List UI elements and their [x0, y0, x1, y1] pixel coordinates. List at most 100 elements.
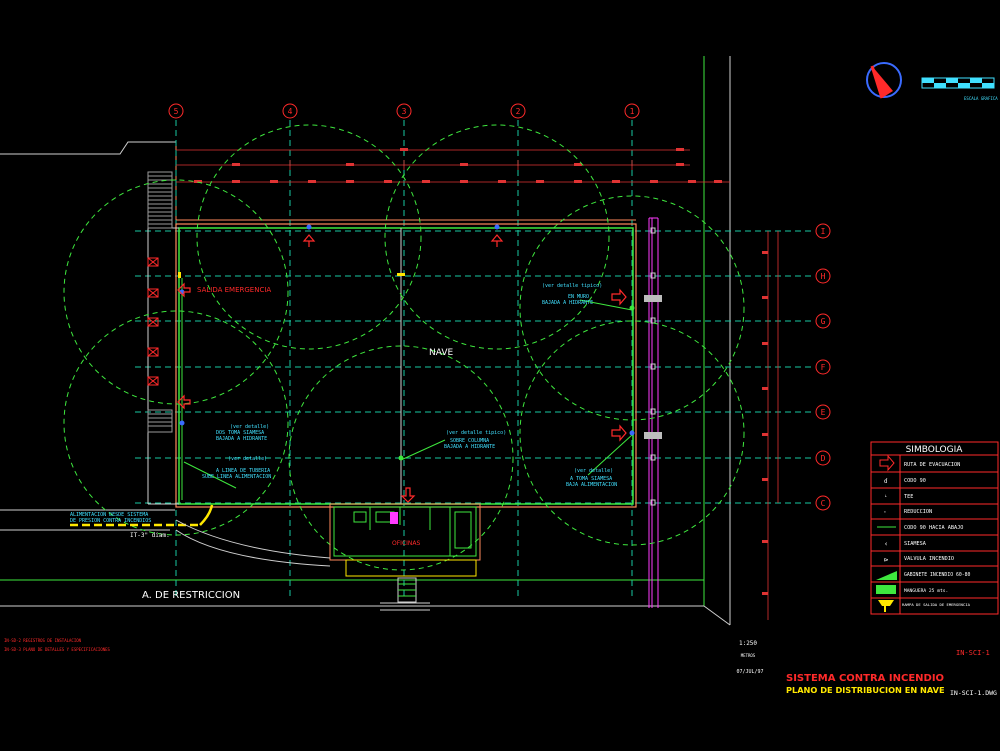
legend-title: SIMBOLOGIA: [906, 445, 964, 455]
right-door-hatch: [644, 295, 662, 439]
detail-note: EN MURO: [568, 294, 589, 300]
hose-coverage-circles: [63, 124, 745, 571]
svg-text:G: G: [821, 317, 826, 326]
legend-item-label: VALVULA INCENDIO: [904, 556, 954, 562]
grid-bubble-F: F: [815, 359, 831, 375]
hydrant-icon: [398, 455, 404, 461]
ref-note-1: IN-SD-2 REGISTROS DE INSTALACION: [4, 638, 82, 643]
property-boundary: [0, 56, 731, 626]
column-grid-lines: [175, 120, 633, 600]
svg-text:C: C: [821, 499, 826, 508]
detail-note: BAJADA A HIDRANTE: [216, 436, 267, 442]
grid-bubble-3: 3: [396, 103, 412, 119]
evac-arrow-icon: [400, 487, 416, 503]
ref-note-2: IN-SD-3 PLANO DE DETALLES Y ESPECIFICACI…: [4, 647, 111, 652]
nave-label: NAVE: [429, 348, 453, 358]
evac-arrow-icon: [490, 234, 504, 247]
hydrant-icon: [306, 224, 312, 230]
column-bubbles: 5 4 3 2 1: [168, 103, 640, 119]
svg-text:D: D: [821, 454, 826, 463]
detail-note: BAJADA A HIDRANTE: [542, 300, 593, 306]
legend-item-label: REDUCCION: [904, 509, 932, 515]
grid-bubble-I: I: [815, 223, 831, 239]
emergency-exit-label: SALIDA EMERGENCIA: [197, 286, 271, 294]
evac-arrow-icon: [177, 282, 191, 298]
hydrant-icon: [179, 420, 185, 426]
sheet-number: IN-SCI-1: [956, 649, 990, 657]
legend-item-label: RUTA DE EVACUACION: [904, 462, 960, 468]
row-bubbles: I H G F E D C: [815, 223, 831, 511]
grid-bubble-5: 5: [168, 103, 184, 119]
legend-item-label: GABINETE INCENDIO 60-80: [904, 572, 971, 578]
svg-text:4: 4: [288, 107, 293, 116]
annotations: SALIDA EMERGENCIA NAVE OFICINAS A. DE RE…: [70, 283, 617, 601]
detail-note: SUBE LINEA ALIMENTACION: [202, 474, 271, 480]
right-dimension-ticks: [762, 251, 768, 595]
valvula-icon: ⊳: [884, 556, 888, 564]
manguera-icon: [876, 585, 896, 594]
drawing-title: SISTEMA CONTRA INCENDIO: [786, 673, 944, 684]
hydrant-icon: [494, 224, 500, 230]
detail-note: (ver detalle tipico): [446, 430, 506, 436]
siamesa-icon: ‹: [884, 540, 888, 548]
title-block: IN-SD-2 REGISTROS DE INSTALACION IN-SD-3…: [4, 638, 997, 697]
detail-note: (ver detalle): [574, 468, 613, 474]
file-name: IN-SCI-1.DWG: [950, 689, 997, 697]
svg-text:I: I: [821, 227, 826, 236]
hydrant-icon: [629, 430, 635, 436]
fire-pipe-routes: [181, 278, 633, 500]
detail-note: (ver detalle): [230, 424, 269, 430]
detail-note: A TOMA SIAMESA: [570, 476, 612, 482]
top-dimension-lines: [176, 149, 730, 183]
hydrant-points: [178, 224, 635, 461]
offices-block: [329, 503, 481, 603]
detail-note: A LINEA DE TUBERIA: [216, 468, 270, 474]
grid-bubble-C: C: [815, 495, 831, 511]
date-label: 07/JUL/97: [736, 669, 763, 675]
grid-bubble-1: 1: [624, 103, 640, 119]
reduccion-icon: ꞏ: [884, 509, 886, 516]
feed-pipe: [70, 504, 331, 567]
codo-icon: ɗ: [884, 478, 888, 485]
hydrant-icon: [629, 305, 635, 311]
detail-note: (ver detalle tipico): [542, 283, 602, 289]
scale-label: 1:250: [739, 640, 757, 647]
detail-note: SOBRE COLUMNA: [450, 438, 489, 444]
gabinete-icon: [876, 571, 897, 580]
rampa-icon: [878, 600, 894, 612]
units-label: METROS: [741, 653, 756, 658]
graphic-scale: ESCALA GRAFICA: [921, 77, 998, 101]
legend-item-label: TEE: [904, 494, 913, 500]
svg-text:H: H: [821, 272, 826, 281]
detail-note: DOS TOMA SIAMESA: [216, 430, 264, 436]
pipe-diameter-label: IT-3" diam.: [130, 532, 170, 539]
tee-icon: ꜜ: [884, 494, 888, 501]
grid-bubble-E: E: [815, 404, 831, 420]
svg-text:3: 3: [402, 107, 407, 116]
grid-bubble-4: 4: [282, 103, 298, 119]
left-stair-hatch: [147, 171, 173, 433]
evac-arrow-icon: [611, 424, 627, 442]
left-fire-boxes: [147, 257, 159, 386]
legend-item-label: CODO 90: [904, 478, 926, 484]
evac-arrow-icon: [611, 288, 627, 306]
svg-text:2: 2: [516, 107, 521, 116]
svg-text:F: F: [821, 363, 826, 372]
legend-panel: SIMBOLOGIA ɗ ꜜ ꞏ ‹ ⊳ RUTA DE EVACUACION …: [870, 441, 999, 615]
legend-item-label: MANGUERA 25 mts.: [904, 588, 948, 594]
svg-text:5: 5: [174, 107, 179, 116]
svg-text:1: 1: [630, 107, 635, 116]
drawing-subtitle: PLANO DE DISTRIBUCION EN NAVE: [786, 685, 945, 695]
detail-note: BAJADA A HIDRANTE: [444, 444, 495, 450]
grid-bubble-2: 2: [510, 103, 526, 119]
legend-item-label: SIAMESA: [904, 541, 927, 547]
north-arrow-icon: [866, 62, 902, 99]
legend-item-label: CODO 90 HACIA ABAJO: [904, 525, 963, 531]
grid-bubble-D: D: [815, 450, 831, 466]
right-grid-markers: [650, 227, 656, 506]
legend-item-label: RAMPA DE SALIDA DE EMERGENCIA: [902, 602, 971, 607]
restriction-area-label: A. DE RESTRICCION: [142, 590, 240, 601]
feed-note-1: ALIMENTACION DESDE SISTEMA: [70, 512, 148, 518]
